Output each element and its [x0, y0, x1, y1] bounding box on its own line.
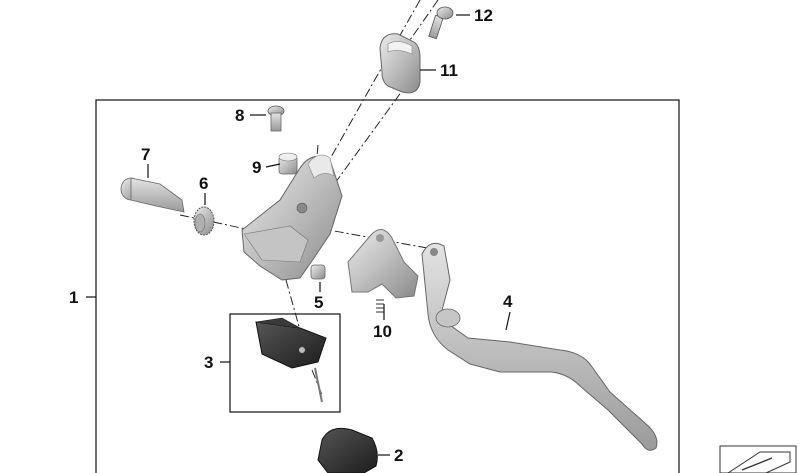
rubber-boot-part-2 [317, 427, 378, 473]
orientation-symbol [719, 445, 797, 473]
nut-part-5 [310, 264, 326, 280]
sub-assembly-frame [229, 313, 341, 413]
callout-9: 9 [252, 158, 261, 177]
callout-leaders [86, 14, 511, 456]
pivot-bolt-part-7 [120, 177, 185, 213]
callout-5: 5 [314, 293, 323, 312]
clutch-lever-part-4 [421, 242, 658, 451]
screw-part-8 [267, 105, 285, 132]
spring-part-10 [376, 299, 384, 313]
callout-10: 10 [373, 322, 392, 341]
lever-bracket [241, 154, 343, 281]
clutch-switch-part-3 [255, 317, 327, 403]
callout-4: 4 [503, 292, 513, 311]
callout-7: 7 [141, 145, 150, 164]
callout-1: 1 [69, 288, 78, 307]
callout-12: 12 [474, 6, 493, 25]
callout-6: 6 [199, 174, 208, 193]
clamp-part-11 [379, 33, 421, 94]
callout-2: 2 [394, 446, 403, 465]
assembly-frame [95, 99, 680, 473]
adjuster-wheel-part-6 [193, 206, 215, 236]
callout-3: 3 [204, 353, 213, 372]
adjuster-plate-part-10 [347, 229, 419, 299]
bushing-part-9 [278, 152, 298, 175]
bolt-part-12 [428, 6, 454, 40]
callout-8: 8 [235, 106, 244, 125]
callout-11: 11 [440, 61, 458, 80]
